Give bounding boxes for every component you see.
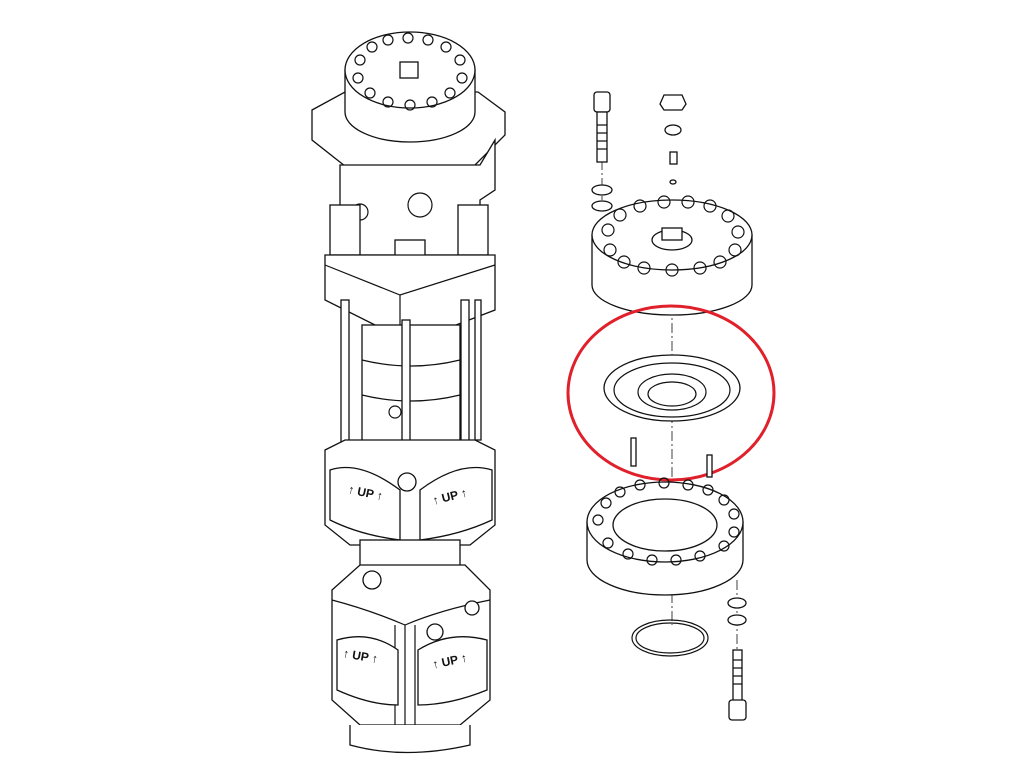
o-ring bbox=[631, 619, 709, 657]
dowel-pin bbox=[706, 454, 713, 478]
up-label: ↑ UP ↑ bbox=[342, 646, 379, 666]
rod-cap-left bbox=[329, 204, 361, 256]
highlight-circle bbox=[566, 304, 776, 482]
washer bbox=[727, 597, 747, 609]
cap-screw-top bbox=[593, 91, 611, 163]
exploded-parts bbox=[566, 91, 776, 721]
lower-ring bbox=[586, 477, 744, 596]
diaphragm bbox=[603, 354, 741, 422]
cylinder bbox=[361, 324, 461, 456]
plug bbox=[659, 94, 687, 185]
dowel-pin bbox=[630, 437, 637, 467]
pump-assembly: ↑ UP ↑ ↑ UP ↑ ↑ UP ↑ ↑ UP ↑ bbox=[311, 31, 506, 754]
drum-bolt-holes bbox=[352, 32, 468, 111]
cap-screw-bottom bbox=[728, 649, 747, 721]
washer bbox=[727, 614, 747, 626]
rod-cap-right bbox=[457, 204, 489, 256]
washer bbox=[591, 200, 613, 212]
washer bbox=[591, 184, 613, 196]
top-cover bbox=[591, 195, 753, 316]
center-nut bbox=[399, 61, 419, 79]
tie-rods bbox=[340, 299, 482, 481]
